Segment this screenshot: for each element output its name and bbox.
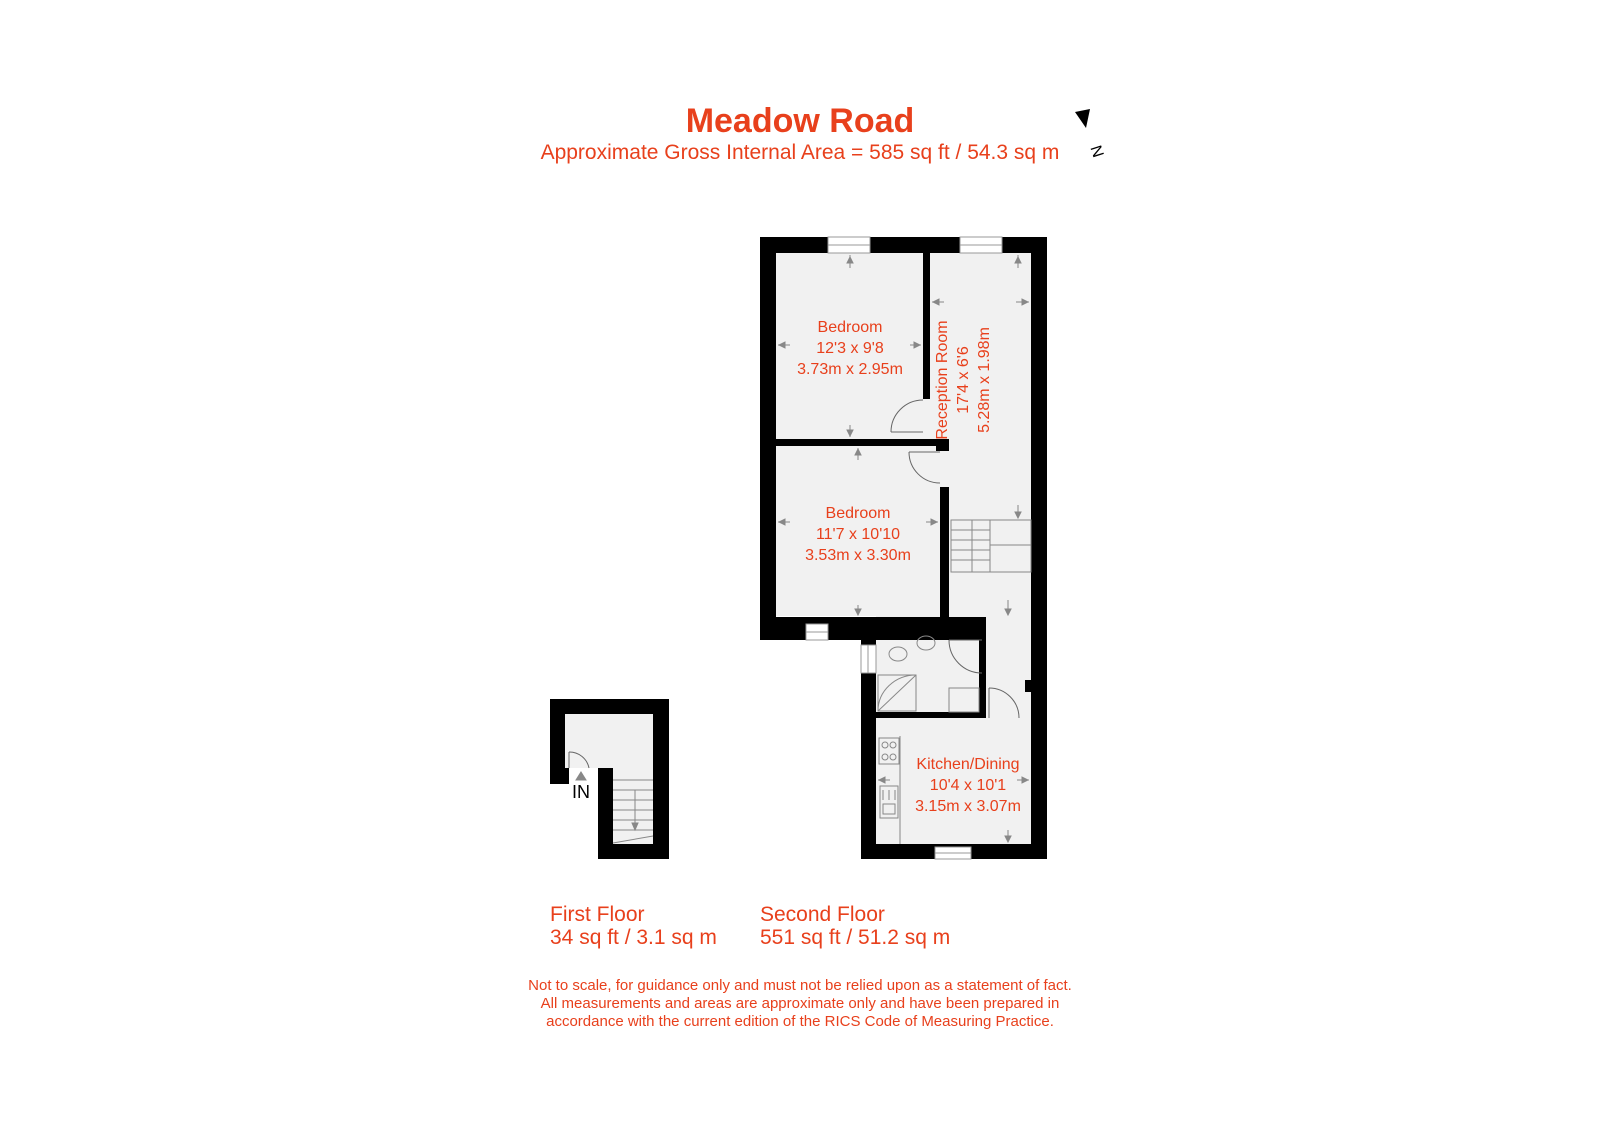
dimension-markers	[777, 255, 1030, 844]
window-icon	[805, 623, 829, 641]
window-icon	[959, 236, 1003, 254]
room-label-bedroom-2: Bedroom 11'7 x 10'10 3.53m x 3.30m	[805, 505, 911, 564]
second-floor-plan: Bedroom 12'3 x 9'8 3.73m x 2.95m Bedroom…	[760, 236, 1047, 860]
room-name: Bedroom	[826, 505, 891, 522]
floor-name-second: Second Floor	[760, 903, 885, 926]
interior-walls	[776, 253, 1031, 718]
floor-fill	[876, 616, 1031, 845]
room-size-imperial: 11'7 x 10'10	[816, 526, 900, 543]
sink-icon	[879, 785, 899, 819]
room-size-imperial: 10'4 x 10'1	[930, 777, 1006, 794]
stairs-icon	[575, 771, 654, 844]
door-icon	[908, 451, 941, 484]
room-label-reception-room: Reception Room 17'4 x 6'6 5.28m x 1.98m	[934, 320, 993, 439]
window-icon	[827, 236, 871, 254]
north-arrow-icon: N	[1075, 109, 1106, 160]
room-size-imperial: 12'3 x 9'8	[816, 340, 884, 357]
floor-name-first: First Floor	[550, 903, 645, 926]
room-size-metric: 3.53m x 3.30m	[805, 547, 911, 564]
door-icon	[988, 687, 1020, 719]
compass-label: N	[1086, 144, 1106, 160]
entry-arrow-icon	[575, 771, 587, 781]
floor-area-second: 551 sq ft / 51.2 sq m	[760, 926, 951, 949]
basin-icon	[916, 635, 936, 651]
cupboard-icon	[948, 687, 980, 713]
room-size-metric: 3.73m x 2.95m	[797, 361, 903, 378]
window-icon	[934, 846, 972, 860]
shower-icon	[877, 674, 917, 712]
door-icon	[568, 751, 590, 769]
room-name: Bedroom	[818, 319, 883, 336]
room-label-bedroom-1: Bedroom 12'3 x 9'8 3.73m x 2.95m	[797, 319, 903, 378]
room-label-kitchen-dining: Kitchen/Dining 10'4 x 10'1 3.15m x 3.07m	[915, 756, 1021, 815]
door-icon	[948, 639, 983, 674]
disclaimer-line: Not to scale, for guidance only and must…	[528, 977, 1072, 994]
hob-icon	[878, 737, 900, 765]
floor-fill	[776, 252, 1031, 616]
exterior-walls	[550, 699, 669, 859]
plan-title: Meadow Road	[685, 102, 915, 140]
floor-area-first: 34 sq ft / 3.1 sq m	[550, 926, 717, 949]
room-size-imperial: 17'4 x 6'6	[955, 346, 972, 414]
toilet-icon	[888, 646, 908, 662]
entrance-label: IN	[572, 782, 590, 802]
disclaimer-line: accordance with the current edition of t…	[546, 1013, 1054, 1030]
disclaimer: Not to scale, for guidance only and must…	[0, 977, 1600, 1031]
room-size-metric: 3.15m x 3.07m	[915, 798, 1021, 815]
window-icon	[860, 644, 877, 674]
first-floor-plan: IN	[550, 699, 669, 859]
room-name: Reception Room	[934, 320, 951, 439]
bathroom-fixtures	[877, 635, 980, 713]
kitchen-fixtures	[878, 736, 901, 844]
disclaimer-line: All measurements and areas are approxima…	[540, 995, 1060, 1012]
door-icon	[890, 399, 924, 433]
gross-internal-area: Approximate Gross Internal Area = 585 sq…	[540, 141, 1060, 164]
room-name: Kitchen/Dining	[916, 756, 1019, 773]
stairs-icon	[950, 519, 1032, 573]
room-size-metric: 5.28m x 1.98m	[976, 327, 993, 433]
